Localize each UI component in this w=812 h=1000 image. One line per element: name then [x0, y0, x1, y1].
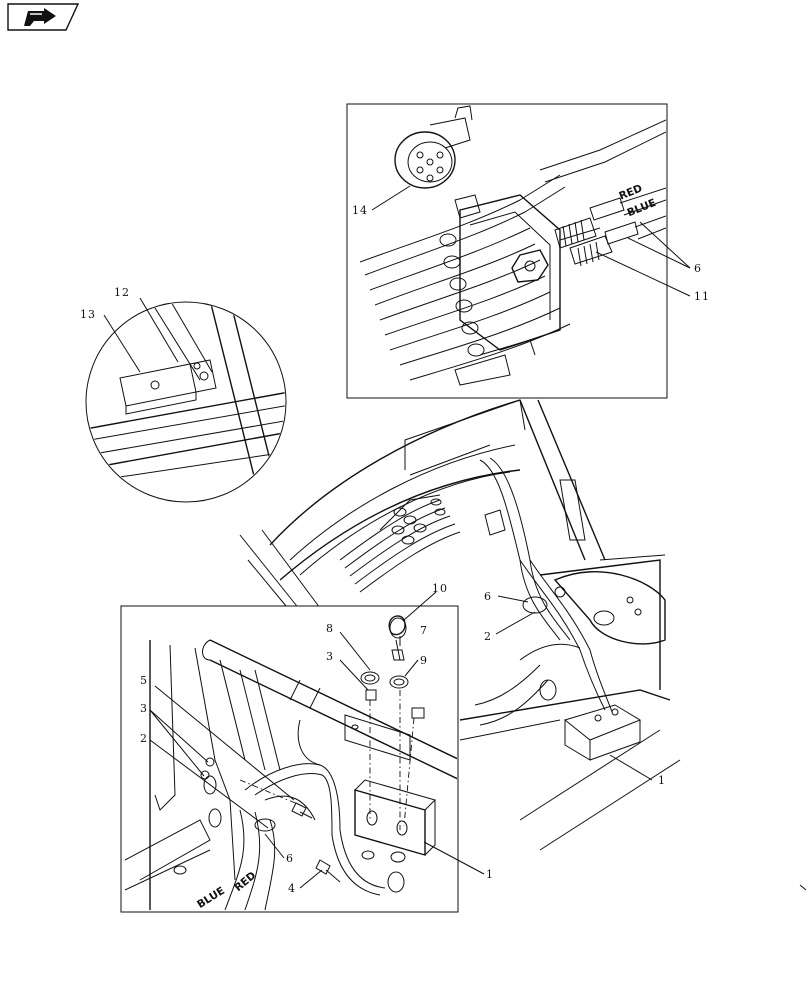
callout-13: 13 [80, 308, 96, 321]
callout-1-lower: 1 [486, 868, 494, 881]
callout-10: 10 [432, 582, 448, 595]
callout-3-upper: 3 [326, 650, 334, 663]
callout-11: 11 [694, 290, 710, 303]
boom-fittings [391, 498, 446, 545]
mounting-bracket-inset: BLUE RED [120, 605, 459, 913]
callout-6-top: 6 [694, 262, 702, 275]
callout-2-lower: 2 [140, 732, 148, 745]
callout-4: 4 [288, 882, 296, 895]
callout-14: 14 [352, 204, 368, 217]
detail-circle-mount-plate [85, 301, 287, 503]
callout-labels: 12 13 14 6 11 10 6 2 1 8 7 3 9 5 3 2 6 4… [80, 204, 710, 895]
leader-lines [103, 185, 691, 889]
callout-3-lower: 3 [140, 702, 148, 715]
return-arrow-icon [24, 8, 56, 26]
callout-12: 12 [114, 286, 130, 299]
callout-1-right: 1 [658, 774, 666, 787]
loader-frame-drawing [239, 399, 807, 891]
callout-8: 8 [326, 622, 334, 635]
callout-9: 9 [420, 654, 428, 667]
callout-7: 7 [420, 624, 428, 637]
callout-5: 5 [140, 674, 148, 687]
return-nav-tab[interactable] [7, 3, 80, 31]
callout-6-mid: 6 [484, 590, 492, 603]
valve-cable-inset: RED BLUE [346, 103, 668, 399]
callout-2-mid: 2 [484, 630, 492, 643]
callout-6-lower: 6 [286, 852, 294, 865]
